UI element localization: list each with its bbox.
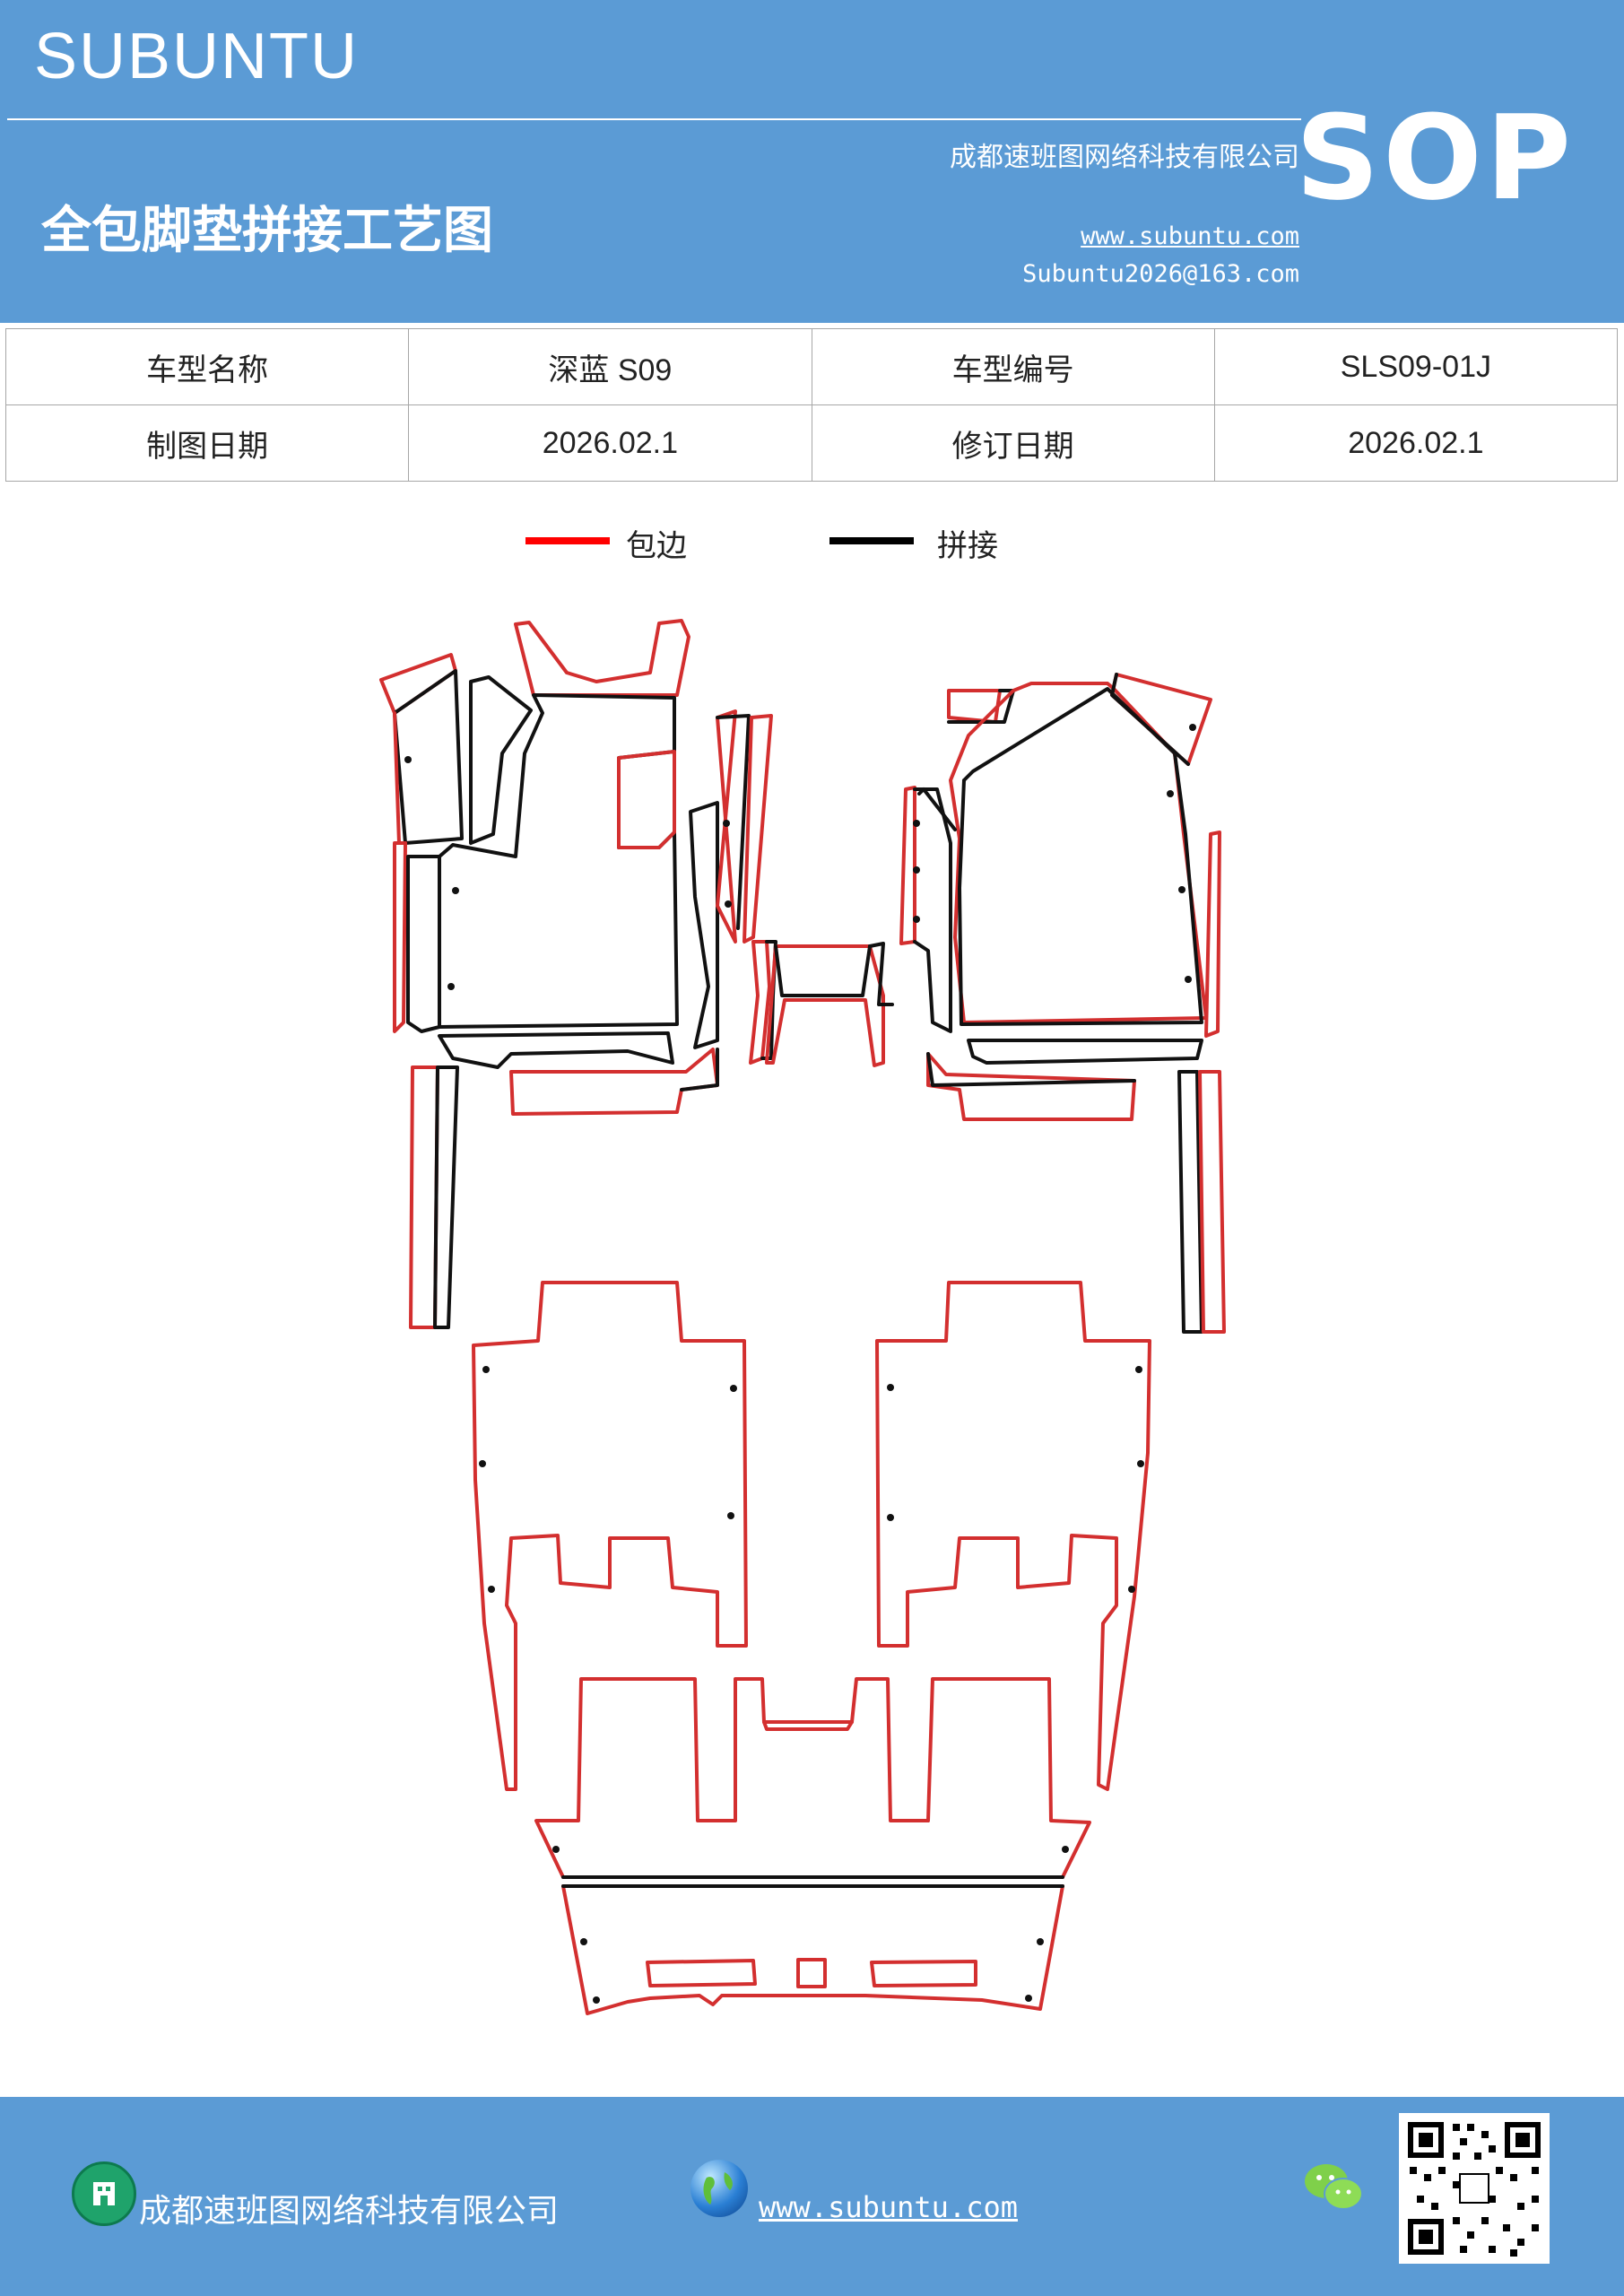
qr-code [1399,2113,1550,2264]
center-console-mat [749,940,894,1067]
website-link[interactable]: www.subuntu.com [1081,222,1299,250]
mat-piece [509,1048,719,1116]
mat-piece [899,786,916,945]
mat-piece [561,1884,1064,2015]
mat-piece [743,714,773,944]
mat-piece [438,1031,674,1069]
mat-piece [1204,831,1221,1038]
revision-date-value: 2026.02.1 [1213,404,1619,482]
mat-piece [1110,673,1190,766]
email-address[interactable]: Subuntu2026@163.com [1022,260,1299,288]
header-banner: SUBUNTU 成都速班图网络科技有限公司 全包脚垫拼接工艺图 www.subu… [0,0,1624,323]
mat-piece [406,855,441,1033]
front-right-mat-group [899,673,1226,1334]
mat-piece [870,1960,977,1987]
mat-piece [947,689,1015,724]
mat-piece [868,942,894,1006]
mat-piece [762,1720,854,1731]
front-left-mat-group [379,619,773,1329]
mat-piece [514,619,690,697]
vehicle-info-table: 车型名称 深蓝 S09 车型编号 SLS09-01J 制图日期 2026.02.… [4,328,1619,482]
mat-piece [949,682,1208,1024]
floor-mat-diagram [379,619,1226,2015]
mat-piece [926,1052,1136,1087]
company-name: 成都速班图网络科技有限公司 [950,142,1299,173]
footer-company-name: 成都速班图网络科技有限公司 [139,2193,560,2230]
header-divider [7,118,1301,120]
model-name-value: 深蓝 S09 [408,328,812,405]
mat-piece [617,750,676,849]
legend-item-seam: 拼接 [829,525,1027,570]
mat-piece [438,693,679,1029]
mat-piece [689,801,719,1049]
mat-piece [379,653,457,715]
mat-piece [680,1048,719,1091]
mat-piece [1198,1070,1226,1334]
mat-piece [469,675,533,845]
wechat-icon[interactable] [1302,2160,1365,2215]
mat-piece [472,1281,748,1791]
revision-date-label: 修订日期 [811,404,1215,482]
brand-name: SUBUNTU [34,21,360,92]
mat-piece [913,787,952,1033]
mat-piece [774,944,872,997]
sop-badge: SOP [1295,90,1575,226]
mat-piece [433,1065,459,1329]
mat-piece [875,1281,1151,1791]
mat-piece [1110,673,1212,766]
mat-piece [967,1039,1203,1065]
legend-label: 拼接 [937,528,998,564]
mat-piece [716,709,737,944]
footer-website-link[interactable]: www.subuntu.com [759,2190,1018,2224]
snap-dots [404,724,1196,2004]
legend-label: 包边 [626,528,687,564]
page-title: 全包脚垫拼接工艺图 [41,201,493,260]
legend-item-edge: 包边 [525,525,723,570]
mat-piece [646,1959,757,1987]
footer-banner: 成都速班图网络科技有限公司 www.subuntu.com [0,2097,1624,2296]
mat-piece [958,687,1203,1026]
mat-piece [917,787,957,831]
table-row: 车型名称 深蓝 S09 车型编号 SLS09-01J [4,328,1619,405]
mat-piece [393,669,464,845]
legend-swatch-red [525,537,610,544]
model-name-label: 车型名称 [4,328,410,405]
mat-piece [716,714,751,930]
table-row: 制图日期 2026.02.1 修订日期 2026.02.1 [4,404,1619,482]
second-row-mat-group [472,1281,1151,1791]
mat-piece [765,944,885,1067]
globe-icon [690,2160,748,2217]
mat-piece [393,841,407,1033]
draw-date-label: 制图日期 [4,404,410,482]
model-code-label: 车型编号 [811,328,1215,405]
legend-swatch-black [829,537,914,544]
mat-piece [534,1677,1091,1879]
draw-date-value: 2026.02.1 [408,404,812,482]
third-row-mat-group [534,1677,1091,2015]
mat-piece [1177,1070,1203,1334]
mat-piece [796,1958,827,1988]
model-code-value: SLS09-01J [1213,328,1619,405]
building-icon [72,2161,136,2226]
mat-piece [926,1052,1136,1121]
mat-piece [947,689,1002,724]
